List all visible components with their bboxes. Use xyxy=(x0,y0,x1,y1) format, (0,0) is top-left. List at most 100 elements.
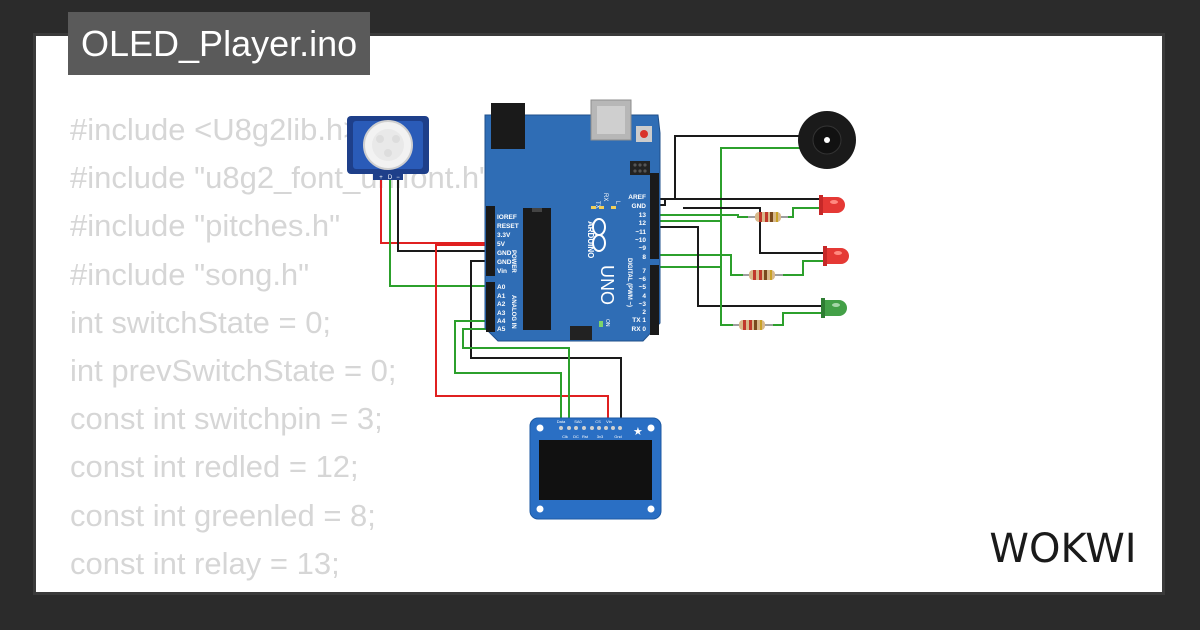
power-header xyxy=(486,206,495,276)
code-line: const int switchpin = 3; xyxy=(70,401,383,437)
code-line: const int redled = 12; xyxy=(70,449,359,485)
resistor-3[interactable] xyxy=(733,320,773,330)
label-d6: ~6 xyxy=(639,276,647,283)
icsp2-header xyxy=(570,326,592,340)
label-d8: 8 xyxy=(642,254,646,261)
preview-card: #include <U8g2lib.h>#include "u8g2_font_… xyxy=(33,33,1165,595)
label-gnd1: GND xyxy=(497,250,512,257)
wire-oled-clk xyxy=(462,328,570,428)
atmega-chip xyxy=(523,208,551,330)
pir-pin-gnd: − xyxy=(396,175,400,181)
code-line: int switchState = 0; xyxy=(70,304,332,340)
code-line: #include "pitches.h" xyxy=(70,208,341,244)
oled-pin-data: Data xyxy=(557,419,566,424)
wire-led2-gnd xyxy=(683,207,825,254)
label-l: L xyxy=(614,201,620,205)
label-a2: A2 xyxy=(497,301,506,308)
model-label: UNO xyxy=(597,265,617,305)
code-preview: #include <U8g2lib.h>#include "u8g2_font_… xyxy=(70,106,491,592)
wire-led1-gnd xyxy=(655,198,821,206)
wire-led2-sig xyxy=(655,254,743,276)
label-a4: A4 xyxy=(497,318,506,325)
oled-pin-sa0: SA0 xyxy=(574,419,582,424)
wire-led1-sig xyxy=(655,214,748,218)
rx-led xyxy=(599,206,604,209)
label-5v: 5V xyxy=(497,241,506,248)
brand-label: ARDUINO xyxy=(586,221,595,258)
file-title-tab: OLED_Player.ino xyxy=(68,12,371,75)
digital-labels: AREF GND 13 12 ~11 ~10 ~9 8 7 ~6 ~5 4 ~3… xyxy=(628,194,646,333)
oled-pin-3v3: 3v3 xyxy=(597,434,604,439)
label-rx: RX xyxy=(602,193,608,201)
wokwi-logo: WOKWI xyxy=(989,526,1136,572)
buzzer[interactable] xyxy=(798,111,856,169)
label-d9: ~9 xyxy=(639,245,647,252)
wire-led3-sig xyxy=(655,220,733,326)
tx-led xyxy=(591,206,596,209)
arduino-uno[interactable]: IOREF RESET 3.3V 5V GND GND Vin A0 A1 A2… xyxy=(484,99,661,342)
label-d3: ~3 xyxy=(639,301,647,308)
resistor-1[interactable] xyxy=(748,212,788,222)
oled-pin-dc: DC xyxy=(573,434,579,439)
oled-pins xyxy=(559,426,622,430)
label-d4: 4 xyxy=(642,293,646,300)
pir-pin-vcc: + xyxy=(379,175,383,181)
wire-pir-out xyxy=(389,178,491,287)
label-a0: A0 xyxy=(497,284,506,291)
wire-buzzer-gnd xyxy=(655,135,810,200)
wokwi-logo-text: WOKWI xyxy=(989,526,1136,572)
digital-header-top xyxy=(650,173,659,259)
analog-header xyxy=(486,282,495,332)
code-line: const int greenled = 8; xyxy=(70,497,376,533)
label-d7: 7 xyxy=(642,268,646,275)
oled-display[interactable]: ★ Data Clk DC Rst SA0 CS 3v3 Vin Gnd xyxy=(529,417,662,520)
led-red-1[interactable] xyxy=(819,195,845,215)
label-gnd2: GND xyxy=(497,259,512,266)
label-a1: A1 xyxy=(497,293,506,300)
label-d2: 2 xyxy=(642,309,646,316)
circuit-diagram: + D − xyxy=(347,99,856,520)
pir-pin-out: D xyxy=(388,175,393,181)
label-reset: RESET xyxy=(497,223,519,230)
code-line: #include "u8g2_font_unifont.h" xyxy=(70,160,491,196)
label-ioref: IOREF xyxy=(497,214,517,221)
code-line: #include "song.h" xyxy=(70,256,310,292)
icsp-header xyxy=(630,161,650,175)
label-tx1: TX 1 xyxy=(632,317,646,324)
label-a3: A3 xyxy=(497,310,506,317)
label-power: POWER xyxy=(510,250,516,273)
dc-jack xyxy=(491,103,525,149)
wire-r3-led3 xyxy=(768,312,823,326)
wire-oled-vin xyxy=(435,244,609,428)
label-vin: Vin xyxy=(497,268,507,275)
label-d10: ~10 xyxy=(635,237,646,244)
wire-r2-led2 xyxy=(778,260,825,276)
star-icon: ★ xyxy=(633,425,643,438)
oled-pin-vin: Vin xyxy=(606,419,612,424)
digital-header-bottom xyxy=(650,265,659,335)
led-green[interactable] xyxy=(821,298,847,318)
pir-sensor[interactable]: + D − xyxy=(347,116,429,181)
label-aref: AREF xyxy=(628,194,646,201)
wire-pir-gnd xyxy=(397,178,491,252)
resistor-2[interactable] xyxy=(743,270,783,280)
led-red-2[interactable] xyxy=(823,246,849,266)
label-analog: ANALOG IN xyxy=(510,295,516,329)
power-labels: IOREF RESET 3.3V 5V GND GND Vin A0 A1 A2… xyxy=(497,214,519,333)
label-tx: TX xyxy=(594,201,600,209)
label-d13: 13 xyxy=(639,212,647,219)
filename-label: OLED_Player.ino xyxy=(81,23,358,64)
oled-pin-clk: Clk xyxy=(562,434,568,439)
oled-screen xyxy=(539,440,652,500)
oled-pin-labels: Data Clk DC Rst SA0 CS 3v3 Vin Gnd xyxy=(557,419,622,439)
label-rx0: RX 0 xyxy=(632,326,647,333)
label-d5: ~5 xyxy=(639,284,647,291)
wire-led3-gnd xyxy=(655,226,823,307)
oled-pin-cs: CS xyxy=(595,419,601,424)
code-line: const int relay = 13; xyxy=(70,545,340,581)
arduino-logo xyxy=(592,218,606,252)
label-digital: DIGITAL (PWM ~) xyxy=(626,258,632,307)
on-led xyxy=(599,321,603,327)
label-gnd3: GND xyxy=(632,203,647,210)
label-3v3: 3.3V xyxy=(497,232,511,239)
